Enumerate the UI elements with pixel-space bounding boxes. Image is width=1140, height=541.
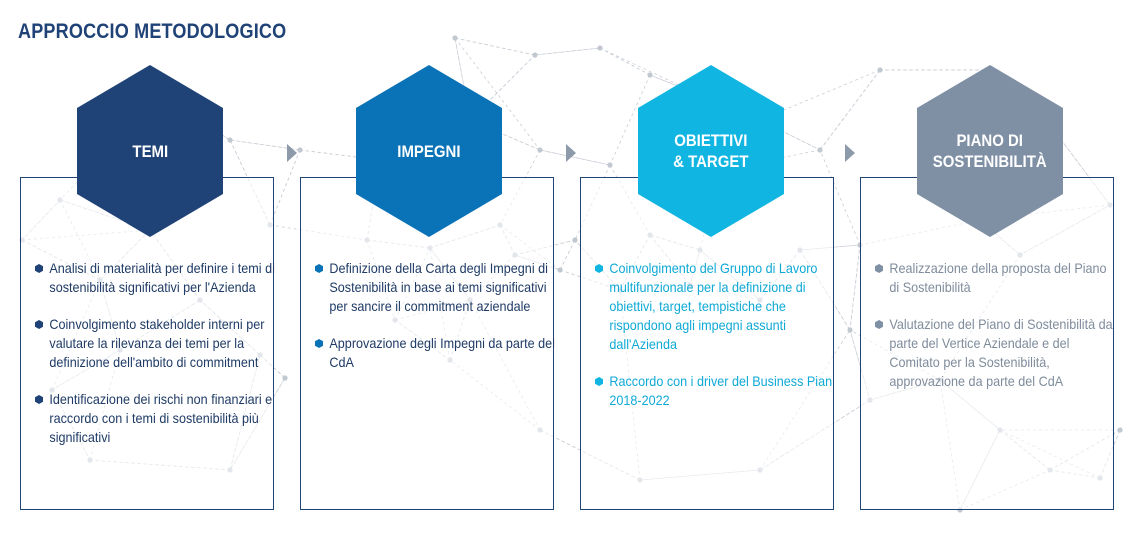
bullet-hexagon-icon — [35, 320, 44, 329]
network-line — [534, 47, 601, 56]
network-node — [532, 52, 538, 58]
step-item: Realizzazione della proposta del Piano d… — [875, 259, 1117, 297]
chevron-right-icon — [566, 144, 576, 162]
network-line — [759, 399, 871, 471]
step-item: Identificazione dei rischi non finanziar… — [35, 390, 277, 447]
bullet-hexagon-icon — [315, 339, 324, 348]
step-item: Definizione della Carta degli Impegni di… — [315, 259, 557, 316]
page-title: APPROCCIO METODOLOGICO — [18, 20, 287, 43]
step-items: Realizzazione della proposta del Piano d… — [875, 259, 1113, 409]
step-item: Raccordo con i driver del Business Pian … — [595, 372, 837, 410]
network-node — [817, 147, 823, 153]
bullet-hexagon-icon — [315, 264, 324, 273]
network-node — [847, 327, 853, 333]
step-item: Valutazione del Piano di Sostenibilità d… — [875, 315, 1117, 391]
network-node — [297, 147, 303, 153]
network-node — [452, 35, 458, 41]
step-item: Coinvolgimento stakeholder interni per v… — [35, 315, 277, 372]
network-line — [454, 37, 471, 121]
network-node — [282, 375, 288, 381]
network-node — [1117, 427, 1123, 433]
chevron-right-icon — [845, 144, 855, 162]
step-item: Coinvolgimento del Gruppo di Lavoro mult… — [595, 259, 837, 354]
step-items: Coinvolgimento del Gruppo di Lavoro mult… — [595, 259, 832, 428]
step-item-text: Coinvolgimento stakeholder interni per v… — [49, 316, 265, 370]
network-line — [819, 149, 861, 246]
network-node — [877, 67, 883, 73]
step-item-text: Realizzazione della proposta del Piano d… — [889, 260, 1107, 295]
network-line — [559, 239, 576, 271]
step-items: Analisi di materialità per definire i te… — [35, 259, 275, 465]
step-label: PIANO DI SOSTENIBILITÀ — [933, 131, 1047, 171]
network-line — [454, 37, 536, 56]
network-line — [229, 139, 271, 226]
step-card-2: Definizione della Carta degli Impegni di… — [300, 177, 555, 510]
chevron-right-icon — [287, 144, 297, 162]
network-line — [759, 329, 851, 471]
bullet-hexagon-icon — [875, 264, 884, 273]
network-node — [557, 267, 563, 273]
step-item-text: Valutazione del Piano di Sostenibilità d… — [889, 316, 1113, 389]
bullet-hexagon-icon — [595, 264, 604, 273]
network-node — [647, 72, 653, 78]
bullet-hexagon-icon — [875, 320, 884, 329]
step-item-text: Analisi di materialità per definire i te… — [49, 260, 275, 295]
step-items: Definizione della Carta degli Impegni di… — [315, 259, 555, 390]
network-line — [559, 239, 576, 271]
step-item-text: Approvazione degli Impegni da parte del … — [329, 335, 555, 370]
step-item-text: Coinvolgimento del Gruppo di Lavoro mult… — [609, 260, 818, 352]
step-item-text: Definizione della Carta degli Impegni di… — [329, 260, 548, 314]
bullet-hexagon-icon — [595, 377, 604, 386]
network-line — [759, 119, 821, 151]
step-item: Analisi di materialità per definire i te… — [35, 259, 277, 297]
step-item: Approvazione degli Impegni da parte del … — [315, 334, 557, 372]
step-item-text: Identificazione dei rischi non finanziar… — [49, 391, 273, 445]
step-label: IMPEGNI — [397, 141, 461, 161]
step-label: TEMI — [132, 141, 168, 161]
network-line — [599, 47, 651, 76]
bullet-hexagon-icon — [35, 395, 44, 404]
network-node — [597, 45, 603, 51]
step-item-text: Raccordo con i driver del Business Pian … — [609, 373, 833, 408]
network-line — [269, 149, 301, 226]
step-hexagon-2: IMPEGNI — [356, 65, 502, 237]
network-node — [537, 147, 543, 153]
network-line — [469, 119, 541, 151]
network-line — [819, 69, 881, 151]
bullet-hexagon-icon — [35, 264, 44, 273]
network-node — [607, 162, 613, 168]
step-label: OBIETTIVI & TARGET — [673, 131, 749, 171]
network-line — [799, 249, 851, 331]
network-line — [849, 244, 861, 331]
network-line — [609, 74, 651, 166]
network-node — [572, 237, 578, 243]
network-node — [227, 137, 233, 143]
